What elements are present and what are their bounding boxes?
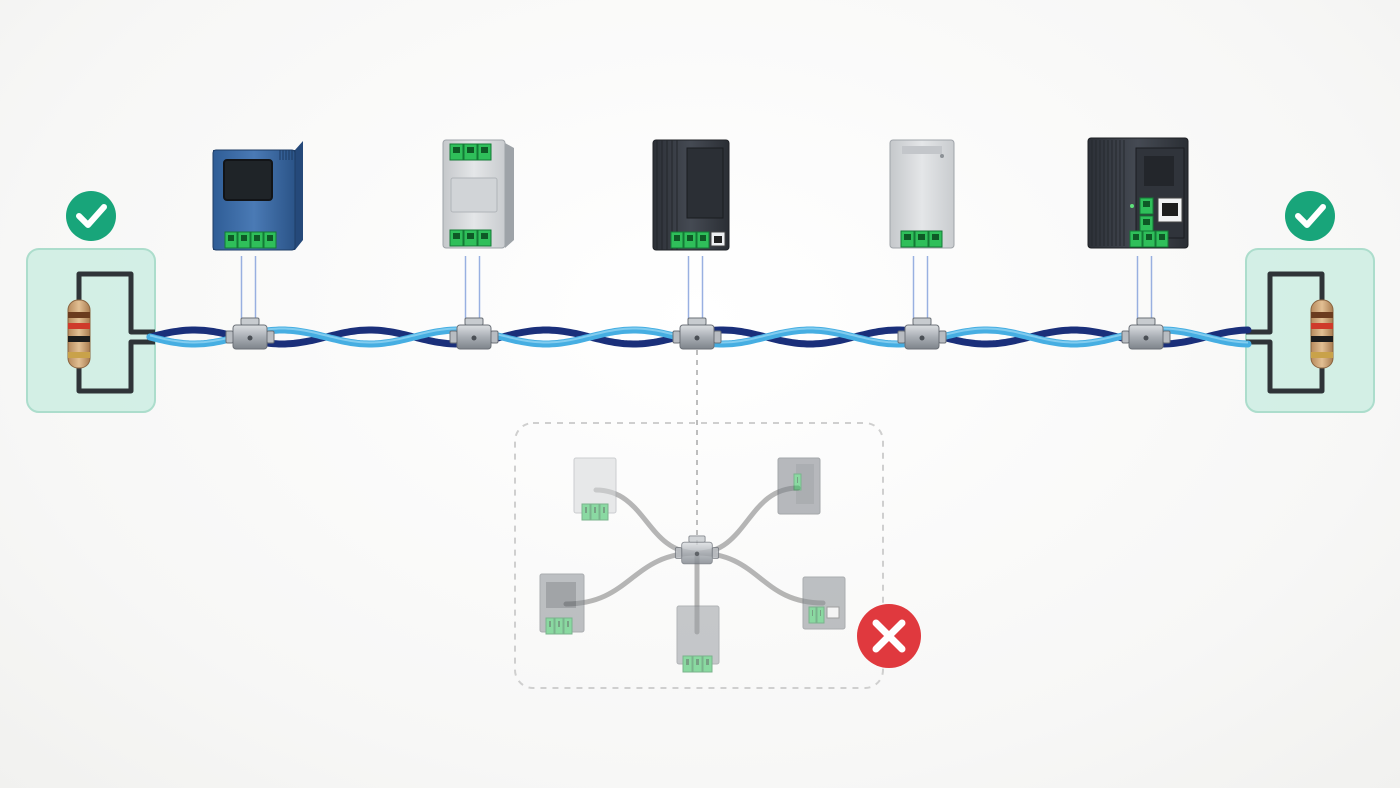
device-gray-module <box>889 139 955 249</box>
drop-cable <box>239 249 261 330</box>
check-icon <box>66 191 116 241</box>
resistor-icon <box>1310 299 1334 369</box>
star-hub-junction <box>674 535 720 565</box>
star-device <box>676 605 720 673</box>
drop-cable <box>686 249 708 330</box>
tee-junction <box>225 317 275 350</box>
device-gray-module <box>442 139 514 249</box>
cross-icon <box>857 604 921 668</box>
tee-junction <box>1121 317 1171 350</box>
drop-cable <box>1135 249 1157 330</box>
tee-junction <box>897 317 947 350</box>
star-device <box>573 457 617 521</box>
tee-junction <box>672 317 722 350</box>
terminator-wire <box>76 271 155 394</box>
tee-junction <box>449 317 499 350</box>
star-device <box>777 457 821 515</box>
terminator-wire <box>1246 271 1325 394</box>
terminator-left <box>26 191 156 413</box>
resistor-icon <box>67 299 91 369</box>
device-dark-module <box>652 139 730 251</box>
device-network-gateway <box>1087 137 1189 249</box>
star-device <box>539 573 585 635</box>
drop-cable <box>463 249 485 330</box>
drop-cable <box>911 249 933 330</box>
star-device <box>802 576 846 630</box>
device-display <box>223 159 273 201</box>
check-icon <box>1285 191 1335 241</box>
device-blue-display-controller <box>212 141 303 251</box>
invalid-example-frame <box>514 422 884 689</box>
star-branch-cable <box>563 550 700 607</box>
terminator-right <box>1245 191 1375 413</box>
invalid-star-topology <box>514 350 921 689</box>
